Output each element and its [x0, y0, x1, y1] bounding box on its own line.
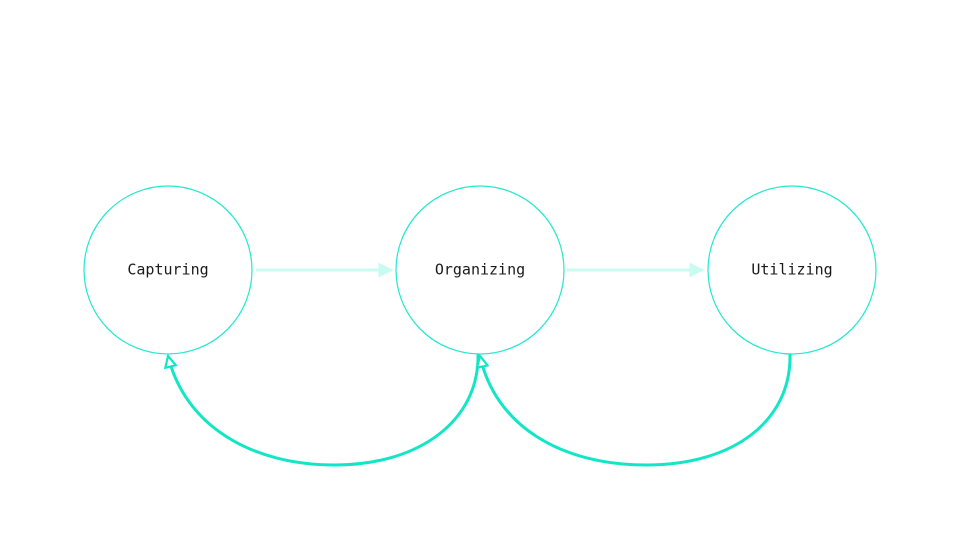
node-utilizing: Utilizing — [707, 185, 877, 355]
node-label-capturing: Capturing — [127, 261, 208, 279]
node-capturing: Capturing — [83, 185, 253, 355]
node-label-utilizing: Utilizing — [751, 261, 832, 279]
feedback-utilizing-to-organizing — [480, 352, 792, 467]
node-organizing: Organizing — [395, 185, 565, 355]
feedback-organizing-to-capturing — [168, 352, 480, 467]
node-label-organizing: Organizing — [435, 261, 525, 279]
